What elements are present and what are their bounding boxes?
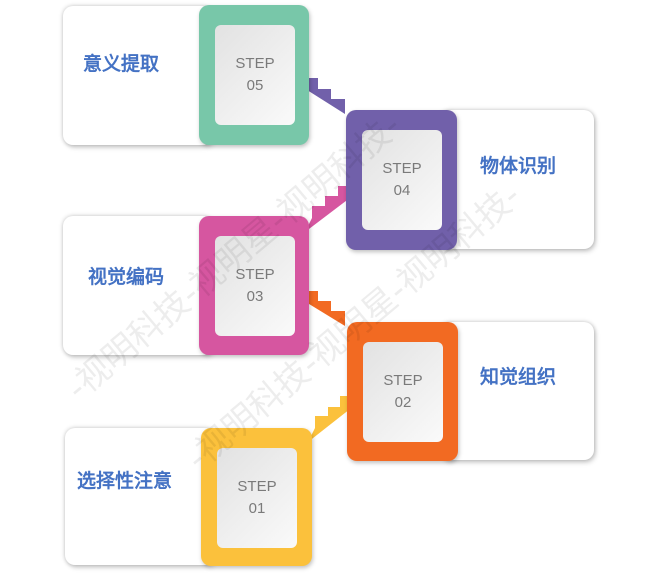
card-step-02	[440, 322, 594, 460]
step-number: 04	[393, 182, 411, 199]
step-05-block: STEP 05	[199, 5, 309, 145]
label-step-04: 物体识别	[480, 155, 557, 177]
step-number: 02	[394, 394, 412, 411]
step-02-block: STEP 02	[347, 322, 458, 461]
step-02-box: STEP 02	[363, 342, 443, 442]
card-step-04	[440, 110, 594, 249]
step-text: STEP	[382, 160, 422, 177]
step-01-box: STEP 01	[217, 448, 297, 548]
step-text: STEP	[235, 55, 275, 72]
card-step-05	[63, 6, 213, 145]
step-05-box: STEP 05	[215, 25, 295, 125]
step-04-box: STEP 04	[362, 130, 442, 230]
step-text: STEP	[237, 478, 277, 495]
step-04-block: STEP 04	[346, 110, 457, 250]
card-step-03	[63, 216, 213, 355]
step-text: STEP	[235, 266, 275, 283]
step-number: 05	[246, 77, 264, 94]
step-01-block: STEP 01	[201, 428, 312, 566]
label-step-05: 意义提取	[83, 53, 160, 75]
step-03-block: STEP 03	[199, 216, 309, 355]
card-step-01	[65, 428, 215, 565]
step-text: STEP	[383, 372, 423, 389]
label-step-01: 选择性注意	[77, 470, 173, 492]
label-step-02: 知觉组织	[480, 366, 557, 388]
step-number: 03	[246, 288, 264, 305]
label-step-03: 视觉编码	[88, 266, 165, 288]
step-03-box: STEP 03	[215, 236, 295, 336]
step-number: 01	[248, 500, 266, 517]
